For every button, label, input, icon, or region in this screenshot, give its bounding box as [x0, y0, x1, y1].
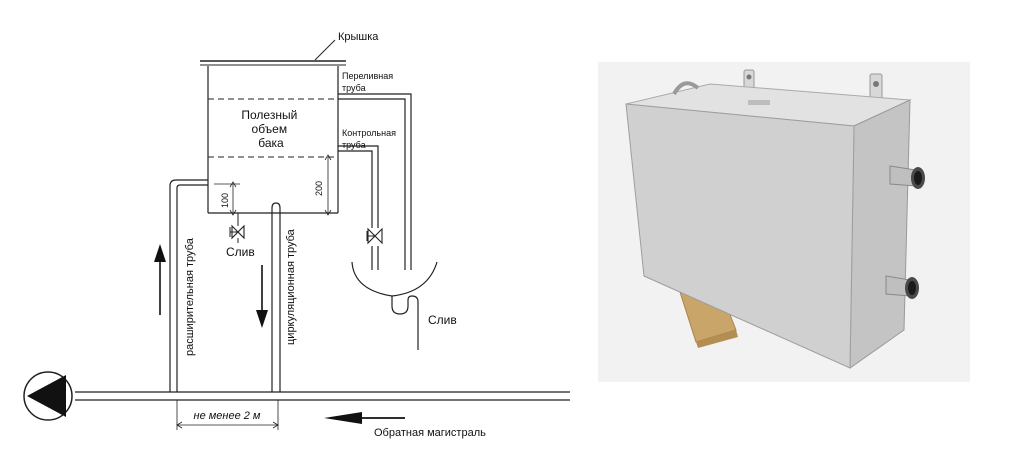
tank — [207, 66, 339, 214]
useful-volume-line-1: Полезный — [241, 108, 297, 122]
control-pipe-line-1: Контрольная — [342, 128, 396, 138]
useful-volume-line-3: бака — [258, 136, 284, 150]
circulation-pipe-label: циркуляционная труба — [285, 228, 297, 345]
expansion-pipe — [169, 179, 208, 392]
drain-right-label: Слив — [428, 313, 457, 327]
dimension-200-label: 200 — [314, 181, 324, 196]
dimension-100-label: 100 — [220, 193, 230, 208]
tank-product-photo — [598, 62, 970, 382]
overflow-pipe-line-1: Переливная — [342, 71, 393, 81]
flow-down-arrow — [256, 265, 268, 328]
useful-volume-line-2: объем — [252, 122, 288, 136]
lid-label: Крышка — [338, 31, 379, 43]
expansion-pipe-label: расширительная труба — [184, 237, 196, 356]
lid — [200, 39, 346, 66]
min-distance-label: не менее 2 м — [194, 410, 261, 422]
useful-volume-label: Полезный объем бака — [241, 108, 300, 150]
overflow-pipe — [338, 93, 412, 270]
return-main — [75, 391, 570, 401]
drain-left-label: Слив — [226, 245, 255, 259]
lower-nozzle-icon — [885, 275, 919, 299]
pump-icon — [23, 371, 73, 421]
lid-hinge — [748, 100, 770, 105]
dimension-100 — [214, 181, 240, 216]
return-main-label: Обратная магистраль — [374, 427, 486, 439]
control-valve-icon — [366, 227, 383, 245]
control-pipe-label: Контрольная труба — [342, 128, 398, 150]
overflow-pipe-line-2: труба — [342, 83, 366, 93]
overflow-pipe-label: Переливная труба — [342, 71, 396, 93]
lid-handle-icon — [672, 81, 700, 96]
tank-front — [625, 103, 855, 369]
tank-side — [849, 99, 911, 369]
drain-valve-icon — [229, 213, 245, 243]
control-pipe — [338, 145, 379, 270]
flow-up-arrow — [154, 244, 166, 315]
control-pipe-line-2: труба — [342, 140, 366, 150]
expansion-tank-diagram: Крышка Полезный объем бака Переливная тр… — [23, 31, 570, 439]
dimension-200 — [324, 154, 332, 216]
drain-funnel — [351, 261, 438, 350]
distance-dimension — [176, 400, 279, 430]
return-arrow — [324, 412, 405, 424]
circulation-pipe — [271, 202, 281, 392]
upper-nozzle-icon — [889, 165, 925, 189]
